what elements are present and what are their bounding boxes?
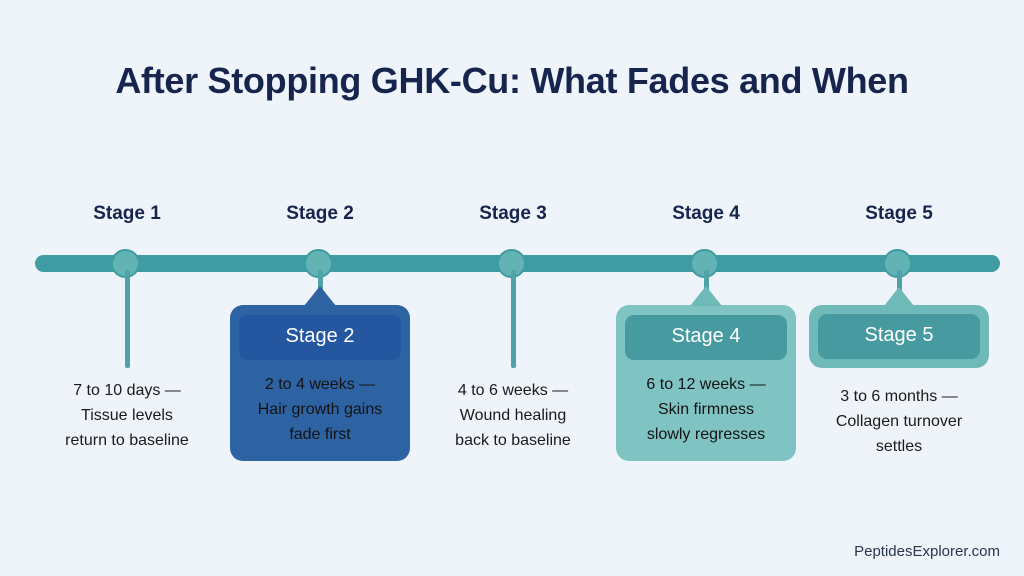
- stage-effect-1-line1: Tissue levels: [81, 407, 173, 424]
- stage-card-title-2: Stage 2: [239, 315, 401, 360]
- stage-label-5: Stage 5: [865, 203, 933, 224]
- connector-stem-2: [318, 270, 323, 292]
- stage-description-5: 3 to 6 months — Collagen turnover settle…: [794, 384, 1004, 459]
- connector-stem-3: [511, 270, 516, 368]
- stage-effect-1-line2: return to baseline: [65, 432, 189, 449]
- stage-label-3: Stage 3: [479, 203, 547, 224]
- connector-stem-5: [897, 270, 902, 292]
- stage-effect-5-line2: settles: [875, 438, 923, 455]
- stage-card-5[interactable]: Stage 5 3 to 6 months — Collagen turnove…: [809, 287, 989, 459]
- stage-pill-5[interactable]: Stage 5: [809, 287, 989, 368]
- stage-description-4: 6 to 12 weeks — Skin firmness slowly reg…: [625, 360, 787, 449]
- connector-stem-4: [704, 270, 709, 292]
- stage-effect-4-line2: slowly regresses: [646, 426, 766, 443]
- stage-label-1: Stage 1: [93, 203, 161, 224]
- connector-stem-1: [125, 270, 130, 368]
- stage-duration-4: 6 to 12 weeks —: [646, 376, 766, 393]
- stage-duration-1: 7 to 10 days —: [73, 382, 181, 399]
- stage-effect-2-line1: Hair growth gains: [257, 401, 383, 418]
- site-watermark: PeptidesExplorer.com: [854, 543, 1000, 560]
- stage-card-2[interactable]: Stage 2 2 to 4 weeks — Hair growth gains…: [230, 286, 410, 461]
- page-title: After Stopping GHK-Cu: What Fades and Wh…: [115, 60, 909, 101]
- stage-card-4[interactable]: Stage 4 6 to 12 weeks — Skin firmness sl…: [616, 286, 796, 461]
- card-pointer-icon-2: [304, 286, 336, 306]
- stage-label-2: Stage 2: [286, 203, 354, 224]
- stage-description-2: 2 to 4 weeks — Hair growth gains fade fi…: [239, 360, 401, 449]
- stage-description-3: 4 to 6 weeks — Wound healing back to bas…: [408, 378, 618, 453]
- card-pointer-icon-5: [884, 287, 914, 306]
- stage-duration-5: 3 to 6 months —: [840, 388, 958, 405]
- stage-card-title-4: Stage 4: [625, 315, 787, 360]
- stage-duration-2: 2 to 4 weeks —: [264, 376, 376, 393]
- card-pointer-icon-4: [690, 286, 722, 306]
- stage-effect-2-line2: fade first: [289, 426, 351, 443]
- stage-description-1: 7 to 10 days — Tissue levels return to b…: [22, 378, 232, 453]
- stage-effect-5-line1: Collagen turnover: [835, 413, 963, 430]
- stage-card-title-5: Stage 5: [818, 314, 980, 359]
- stage-effect-4-line1: Skin firmness: [657, 401, 755, 418]
- stage-effect-3-line1: Wound healing: [459, 407, 567, 424]
- stage-label-4: Stage 4: [672, 203, 740, 224]
- stage-effect-3-line2: back to baseline: [455, 432, 571, 449]
- stage-duration-3: 4 to 6 weeks —: [457, 382, 569, 399]
